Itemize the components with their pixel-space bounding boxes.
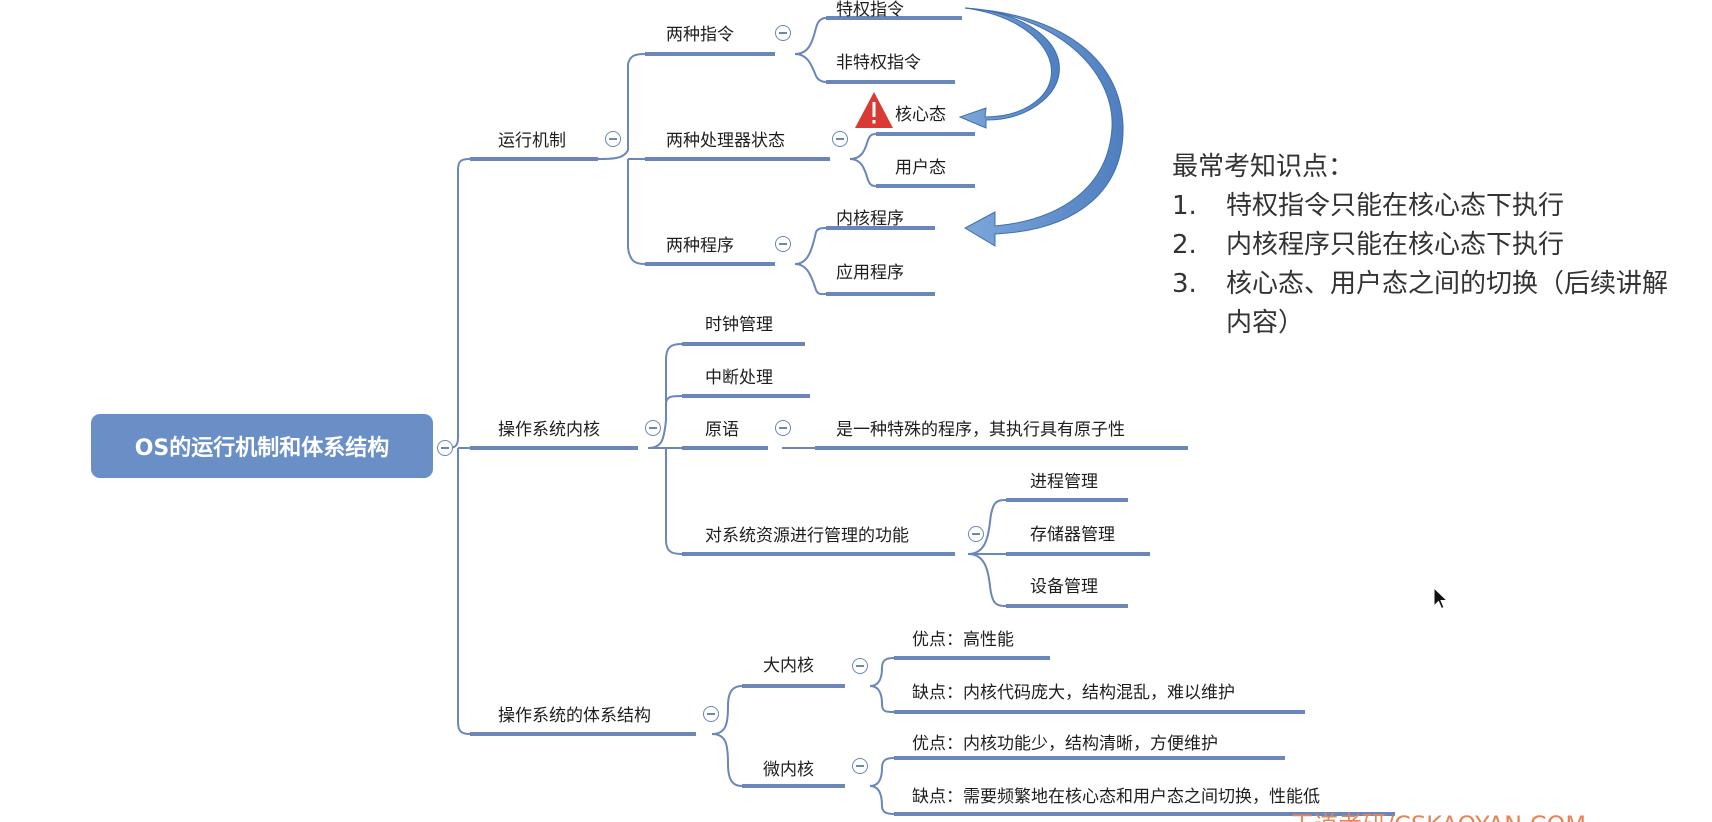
node-macro-pro[interactable]: 优点：高性能	[912, 630, 1014, 650]
node-macro-con[interactable]: 缺点：内核代码庞大，结构混乱，难以维护	[912, 683, 1235, 703]
node-kernel-mode[interactable]: 核心态	[895, 105, 946, 125]
collapse-toggle-root[interactable]	[437, 440, 453, 456]
node-device-mgmt[interactable]: 设备管理	[1030, 577, 1098, 597]
key-point-number: 3.	[1172, 269, 1197, 299]
mouse-pointer-icon	[1433, 587, 1449, 610]
key-point-text: 内核程序只能在核心态下执行	[1226, 230, 1565, 260]
node-memory-mgmt[interactable]: 存储器管理	[1030, 525, 1115, 545]
collapse-toggle-macrokernel[interactable]	[852, 658, 868, 674]
node-process-mgmt[interactable]: 进程管理	[1030, 472, 1098, 492]
node-clock[interactable]: 时钟管理	[705, 315, 773, 335]
node-primitive[interactable]: 原语	[705, 420, 739, 440]
node-programs[interactable]: 两种程序	[666, 236, 734, 256]
node-macrokernel[interactable]: 大内核	[763, 656, 814, 676]
key-point-3: 3. 核心态、用户态之间的切换（后续讲解内容）	[1172, 265, 1692, 343]
key-point-number: 1.	[1172, 191, 1197, 221]
node-micro-con[interactable]: 缺点：需要频繁地在核心态和用户态之间切换，性能低	[912, 787, 1320, 807]
collapse-toggle-primitive[interactable]	[775, 420, 791, 436]
warning-triangle-icon	[855, 92, 893, 128]
collapse-toggle-architecture[interactable]	[703, 706, 719, 722]
node-architecture[interactable]: 操作系统的体系结构	[498, 706, 651, 726]
node-primitive-desc[interactable]: 是一种特殊的程序，其执行具有原子性	[836, 420, 1125, 440]
node-app-program[interactable]: 应用程序	[836, 263, 904, 283]
watermark: 王道考研/CSKAOYAN.COM	[1290, 806, 1710, 822]
collapse-toggle-microkernel[interactable]	[852, 758, 868, 774]
collapse-toggle-instructions[interactable]	[775, 25, 791, 41]
node-mechanism[interactable]: 运行机制	[498, 131, 566, 151]
collapse-toggle-resources[interactable]	[968, 526, 984, 542]
node-privileged[interactable]: 特权指令	[836, 0, 904, 20]
mode-arrows	[958, 7, 1124, 247]
key-point-1: 1. 特权指令只能在核心态下执行	[1172, 187, 1692, 226]
collapse-toggle-states[interactable]	[832, 131, 848, 147]
node-underlines	[470, 16, 1395, 816]
key-point-text: 特权指令只能在核心态下执行	[1226, 191, 1565, 221]
node-microkernel[interactable]: 微内核	[763, 760, 814, 780]
key-points-note: 最常考知识点： 1. 特权指令只能在核心态下执行 2. 内核程序只能在核心态下执…	[1172, 148, 1692, 343]
root-label: OS的运行机制和体系结构	[134, 436, 390, 461]
key-point-text: 核心态、用户态之间的切换（后续讲解内容）	[1226, 269, 1669, 338]
node-user-mode[interactable]: 用户态	[895, 158, 946, 178]
key-points-title: 最常考知识点：	[1172, 152, 1355, 182]
arrow-to-kernel-mode-icon	[958, 7, 1060, 129]
connectors	[444, 17, 1007, 815]
node-kernel[interactable]: 操作系统内核	[498, 420, 600, 440]
node-nonprivileged[interactable]: 非特权指令	[836, 53, 921, 73]
key-point-2: 2. 内核程序只能在核心态下执行	[1172, 226, 1692, 265]
arrow-to-kernel-program-icon	[963, 7, 1124, 247]
node-kernel-program[interactable]: 内核程序	[836, 209, 904, 229]
node-states[interactable]: 两种处理器状态	[666, 131, 785, 151]
collapse-toggle-programs[interactable]	[775, 236, 791, 252]
node-resources[interactable]: 对系统资源进行管理的功能	[705, 526, 909, 546]
node-interrupt[interactable]: 中断处理	[705, 368, 773, 388]
root-node[interactable]: OS的运行机制和体系结构	[91, 414, 433, 478]
collapse-toggle-kernel[interactable]	[645, 420, 661, 436]
node-micro-pro[interactable]: 优点：内核功能少，结构清晰，方便维护	[912, 734, 1218, 754]
key-point-number: 2.	[1172, 230, 1197, 260]
collapse-toggle-mechanism[interactable]	[605, 131, 621, 147]
node-instructions[interactable]: 两种指令	[666, 25, 734, 45]
